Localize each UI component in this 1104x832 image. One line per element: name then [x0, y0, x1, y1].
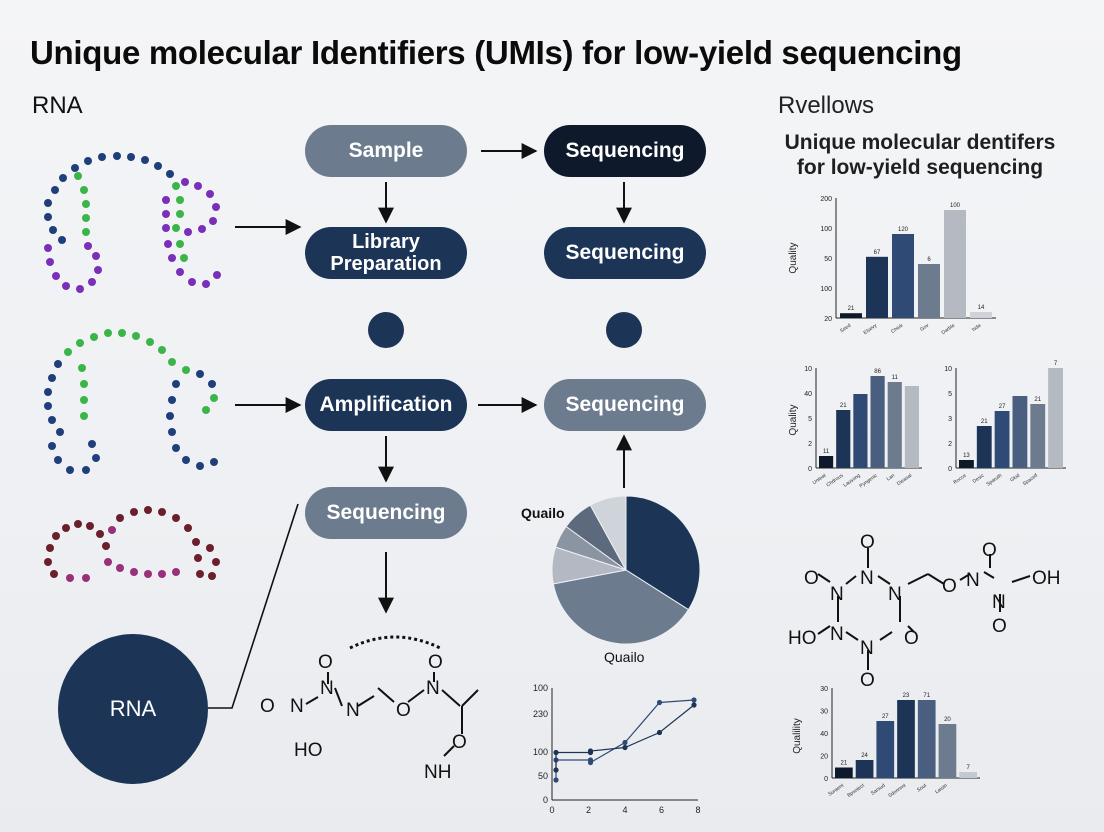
sequencing-node-top: Sequencing: [544, 125, 706, 177]
atom-r-n-5: N: [830, 624, 844, 645]
atom-o-3: O: [396, 700, 411, 721]
atom-n-4: N: [426, 678, 440, 699]
atom-n-3: N: [290, 696, 304, 717]
atom-r-o-6: O: [982, 540, 997, 561]
atom-r-o-5: O: [904, 628, 919, 649]
sequencing-node-middle: Sequencing: [544, 379, 706, 431]
flow-dot-left: [368, 312, 404, 348]
atom-r-n-1: N: [860, 568, 874, 589]
atom-r-n-3: N: [830, 584, 844, 605]
atom-r-n-2: N: [888, 584, 902, 605]
right-molecule-labels: O N N O N O N OH HO N N O O O N O: [788, 532, 1061, 691]
sequencing-node-second: Sequencing: [544, 227, 706, 279]
atom-n-2: N: [346, 700, 360, 721]
atom-nh: NH: [424, 762, 451, 783]
rna-strand-1: [44, 152, 221, 293]
rna-circle: RNA: [58, 634, 208, 784]
atom-r-o-4: O: [860, 670, 875, 691]
atom-r-n-4: N: [966, 570, 980, 591]
atom-n-1: N: [320, 678, 334, 699]
right-panel-title: Unique molecular dentifers for low-yield…: [784, 131, 1056, 179]
atom-r-o-2: O: [804, 568, 819, 589]
atom-o-5: O: [428, 652, 443, 673]
atom-r-n-7: N: [992, 592, 1006, 613]
library-preparation-node: Library Preparation: [305, 227, 467, 279]
rna-strand-2: [44, 329, 218, 474]
rna-circle-label: RNA: [109, 696, 157, 721]
atom-r-ho: HO: [788, 628, 817, 649]
atom-r-o-1: O: [860, 532, 875, 553]
left-molecule-labels: O N N O N O N HO O NH O: [260, 652, 467, 783]
left-molecule: [305, 635, 479, 757]
atom-r-o-3: O: [942, 576, 957, 597]
atom-o-2: O: [260, 696, 275, 717]
rna-connector-line: [208, 503, 299, 709]
atom-r-o-7: O: [992, 616, 1007, 637]
atom-o-4: O: [452, 732, 467, 753]
rna-strand-3: [44, 506, 220, 582]
right-panel-header: Rvellows: [778, 92, 875, 119]
atom-o-1: O: [318, 652, 333, 673]
atom-r-n-6: N: [860, 638, 874, 659]
atom-ho: HO: [294, 740, 323, 761]
sample-node: Sample: [305, 125, 467, 177]
atom-r-oh: OH: [1032, 568, 1061, 589]
sequencing-node-lower: Sequencing: [305, 487, 467, 539]
flow-dot-right: [606, 312, 642, 348]
right-molecule: [817, 548, 1031, 670]
amplification-node: Amplification: [305, 379, 467, 431]
page-title: Unique molecular Identifiers (UMIs) for …: [30, 34, 962, 71]
rna-label: RNA: [32, 92, 83, 119]
